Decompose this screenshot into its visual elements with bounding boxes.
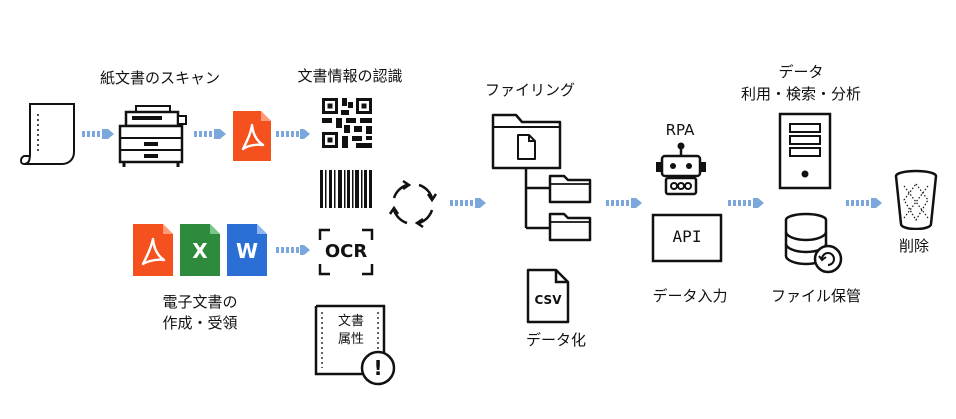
trash-bin-icon (894, 169, 938, 230)
label-file-storage: ファイル保管 (770, 287, 862, 305)
flow-arrow-8 (846, 198, 882, 208)
ocr-text: OCR (324, 241, 368, 262)
flow-arrow-6 (606, 198, 642, 208)
document-attribute-icon: 文書 属性 ! (312, 302, 402, 386)
pdf-file-icon (233, 111, 271, 161)
csv-file-icon: CSV (526, 268, 570, 324)
flow-arrow-2 (194, 129, 226, 139)
paper-document-icon (20, 103, 75, 165)
api-text: API (672, 227, 702, 246)
label-delete: 削除 (898, 237, 930, 255)
qr-code-icon (322, 98, 372, 148)
ocr-scan-icon: OCR (318, 228, 374, 276)
flow-arrow-5 (450, 198, 486, 208)
api-icon: API (651, 213, 723, 263)
barcode-icon (320, 170, 372, 208)
excel-document-icon: X (180, 224, 220, 276)
database-backup-icon (784, 212, 843, 274)
sync-icon (388, 179, 438, 229)
scanner-printer-icon (118, 105, 187, 167)
alert-exclamation-icon: ! (373, 356, 383, 380)
label-create-receive: 作成・受領 (162, 314, 238, 332)
pdf-document-icon (133, 224, 173, 276)
flow-arrow-1 (82, 129, 114, 139)
label-rpa: RPA (665, 121, 695, 139)
flow-arrow-3 (276, 129, 310, 139)
word-letter: W (235, 239, 259, 263)
label-document-recognition: 文書情報の認識 (297, 67, 403, 85)
excel-letter: X (192, 239, 208, 263)
label-paper-scan: 紙文書のスキャン (99, 69, 221, 87)
label-electronic-doc: 電子文書の (162, 293, 238, 311)
label-filing: ファイリング (484, 81, 576, 99)
word-document-icon: W (227, 224, 267, 276)
flow-arrow-7 (728, 198, 764, 208)
folder-tree-icon (491, 113, 592, 242)
doc-attribute-text-2: 属性 (337, 332, 364, 347)
csv-text: CSV (534, 293, 562, 307)
doc-attribute-text-1: 文書 (337, 314, 364, 329)
flow-arrow-4 (276, 245, 310, 255)
server-icon (778, 112, 832, 190)
label-data-use: 利用・検索・分析 (740, 85, 862, 103)
label-data: データ (778, 63, 824, 81)
robot-icon (656, 142, 706, 196)
label-data-conversion: データ化 (525, 331, 587, 349)
label-data-entry: データ入力 (652, 287, 728, 305)
